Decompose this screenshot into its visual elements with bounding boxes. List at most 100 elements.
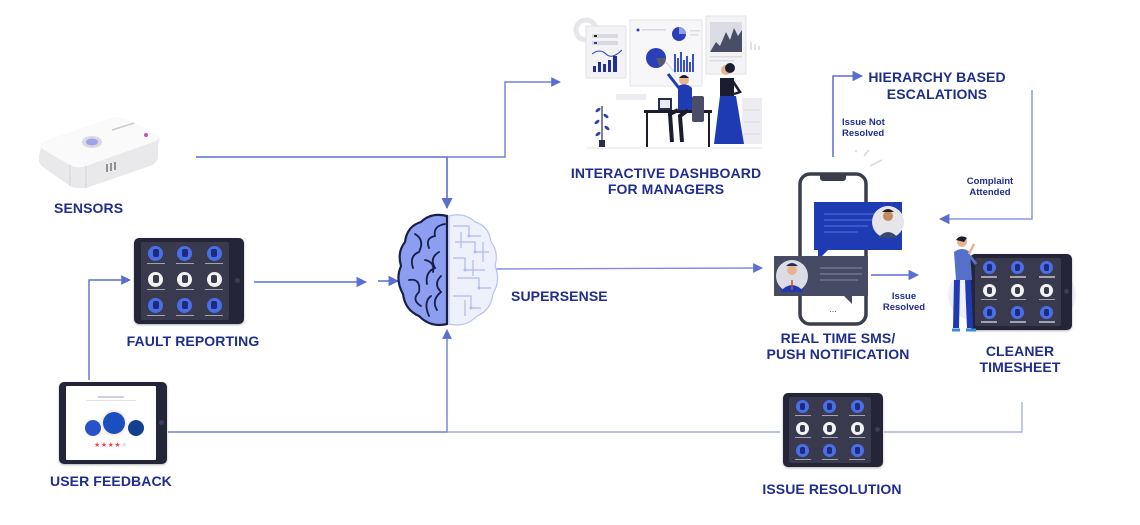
sensor-device-icon <box>38 117 160 189</box>
tablet-option <box>1004 303 1033 326</box>
tablet-option <box>141 242 170 268</box>
dashboard-label-line2: FOR MANAGERS <box>607 181 725 197</box>
supersense-to-notification-line <box>495 263 763 273</box>
issue-resolution-tablet <box>783 393 883 467</box>
issue-not-resolved-line2: Resolved <box>842 128 885 139</box>
tablet-option-caption <box>175 288 194 291</box>
tablet-option-caption <box>849 436 866 439</box>
tablet-home-button <box>875 427 880 432</box>
notification-label-line1: REAL TIME SMS/ <box>780 330 896 346</box>
dirty-floor-icon <box>148 271 164 287</box>
issue-resolved-line1: Issue <box>891 291 917 302</box>
bin-icon <box>850 399 864 413</box>
tablet-option-caption <box>205 314 224 317</box>
bin-icon <box>206 245 222 261</box>
soap-icon <box>177 245 193 261</box>
smell-icon <box>177 271 193 287</box>
tablet-option <box>789 441 816 463</box>
tablet-option-caption <box>849 458 866 461</box>
brain-icon <box>397 213 499 327</box>
dashboard-managers-icon <box>573 15 762 149</box>
user-feedback-tablet: ★★★★★ <box>59 382 167 464</box>
tablet-option-caption <box>821 436 838 439</box>
tissue-icon <box>1011 306 1025 320</box>
tablet-option <box>975 258 1004 281</box>
sad-face-icon <box>85 420 101 436</box>
sensors-to-supersense-line <box>196 156 453 210</box>
faucet-icon <box>148 297 164 313</box>
notification-label-line2: PUSH NOTIFICATION <box>766 346 910 362</box>
tablet-option <box>789 397 816 419</box>
supersense-brain <box>395 212 499 328</box>
happy-face-icon <box>103 412 125 434</box>
timesheet-label-line1: CLEANER <box>985 343 1055 359</box>
toilet-paper-icon <box>982 261 996 275</box>
tablet-option-caption <box>1009 276 1026 278</box>
escalations-label-line1: HIERARCHY BASED <box>868 69 1006 85</box>
svg-text:...: ... <box>829 304 837 314</box>
notification-phone: ... <box>768 142 908 326</box>
user-feedback-screen: ★★★★★ <box>66 386 156 460</box>
notification-to-escalation-line <box>832 70 864 157</box>
issue-resolution-screen <box>789 397 871 463</box>
tissue-icon <box>177 297 193 313</box>
star-empty-icon: ★ <box>121 442 128 449</box>
neutral-face-icon <box>128 420 144 436</box>
tablet-option-caption <box>205 288 224 291</box>
issue-resolved-line2: Resolved <box>882 302 926 313</box>
fault-reporting-tablet <box>134 238 244 324</box>
smell-icon <box>1011 283 1025 297</box>
tablet-option <box>844 441 871 463</box>
dirty-floor-icon <box>982 283 996 297</box>
tablet-option <box>1032 258 1061 281</box>
issue-resolved-label: Issue Resolved <box>880 291 928 313</box>
hand-dryer-icon <box>850 443 864 457</box>
hand-dryer-icon <box>206 297 222 313</box>
star-rating: ★★★★★ <box>66 441 156 449</box>
tablet-option-caption <box>794 436 811 439</box>
supersense-label: SUPERSENSE <box>511 288 608 304</box>
tablet-option-caption <box>821 458 838 461</box>
faucet-icon <box>982 306 996 320</box>
issue-resolution-label: ISSUE RESOLUTION <box>762 481 902 497</box>
tablet-home-button <box>159 420 164 425</box>
tablet-option-caption <box>981 321 998 323</box>
feedback-to-fault-line <box>88 275 131 380</box>
tablet-option <box>975 281 1004 304</box>
cleaner-timesheet-screen <box>975 258 1061 326</box>
complaint-attended-label: Complaint Attended <box>962 176 1018 198</box>
tablet-option-caption <box>175 314 194 317</box>
hand-dryer-icon <box>1040 306 1054 320</box>
tablet-option-caption <box>205 262 224 265</box>
star-filled-icon: ★ <box>100 442 108 449</box>
fault-reporting-screen <box>141 242 229 320</box>
tablet-option <box>141 294 170 320</box>
complaint-attended-line1: Complaint <box>966 176 1014 187</box>
sensor-device <box>34 108 164 189</box>
faucet-icon <box>796 443 810 457</box>
tablet-option <box>200 242 229 268</box>
tablet-option <box>844 397 871 419</box>
bin-icon <box>1040 261 1054 275</box>
user-feedback-label: USER FEEDBACK <box>50 473 172 489</box>
tablet-option <box>816 419 843 441</box>
tablet-option-caption <box>794 458 811 461</box>
cleaner-timesheet-tablet <box>970 254 1072 330</box>
tablet-option-caption <box>146 314 165 317</box>
star-filled-icon: ★ <box>94 442 101 449</box>
smell-icon <box>823 421 837 435</box>
tablet-option <box>170 294 199 320</box>
tablet-option <box>789 419 816 441</box>
dashboard-illustration <box>566 14 766 154</box>
tablet-option-caption <box>1038 276 1055 278</box>
toilet-paper-icon <box>796 399 810 413</box>
tablet-home-button <box>235 278 240 283</box>
star-filled-icon: ★ <box>114 442 122 449</box>
tablet-option <box>816 441 843 463</box>
fault-reporting-label: FAULT REPORTING <box>126 333 260 349</box>
tablet-option-caption <box>981 298 998 301</box>
tablet-option <box>844 419 871 441</box>
toilet-icon <box>850 421 864 435</box>
tablet-option-caption <box>1038 298 1055 301</box>
